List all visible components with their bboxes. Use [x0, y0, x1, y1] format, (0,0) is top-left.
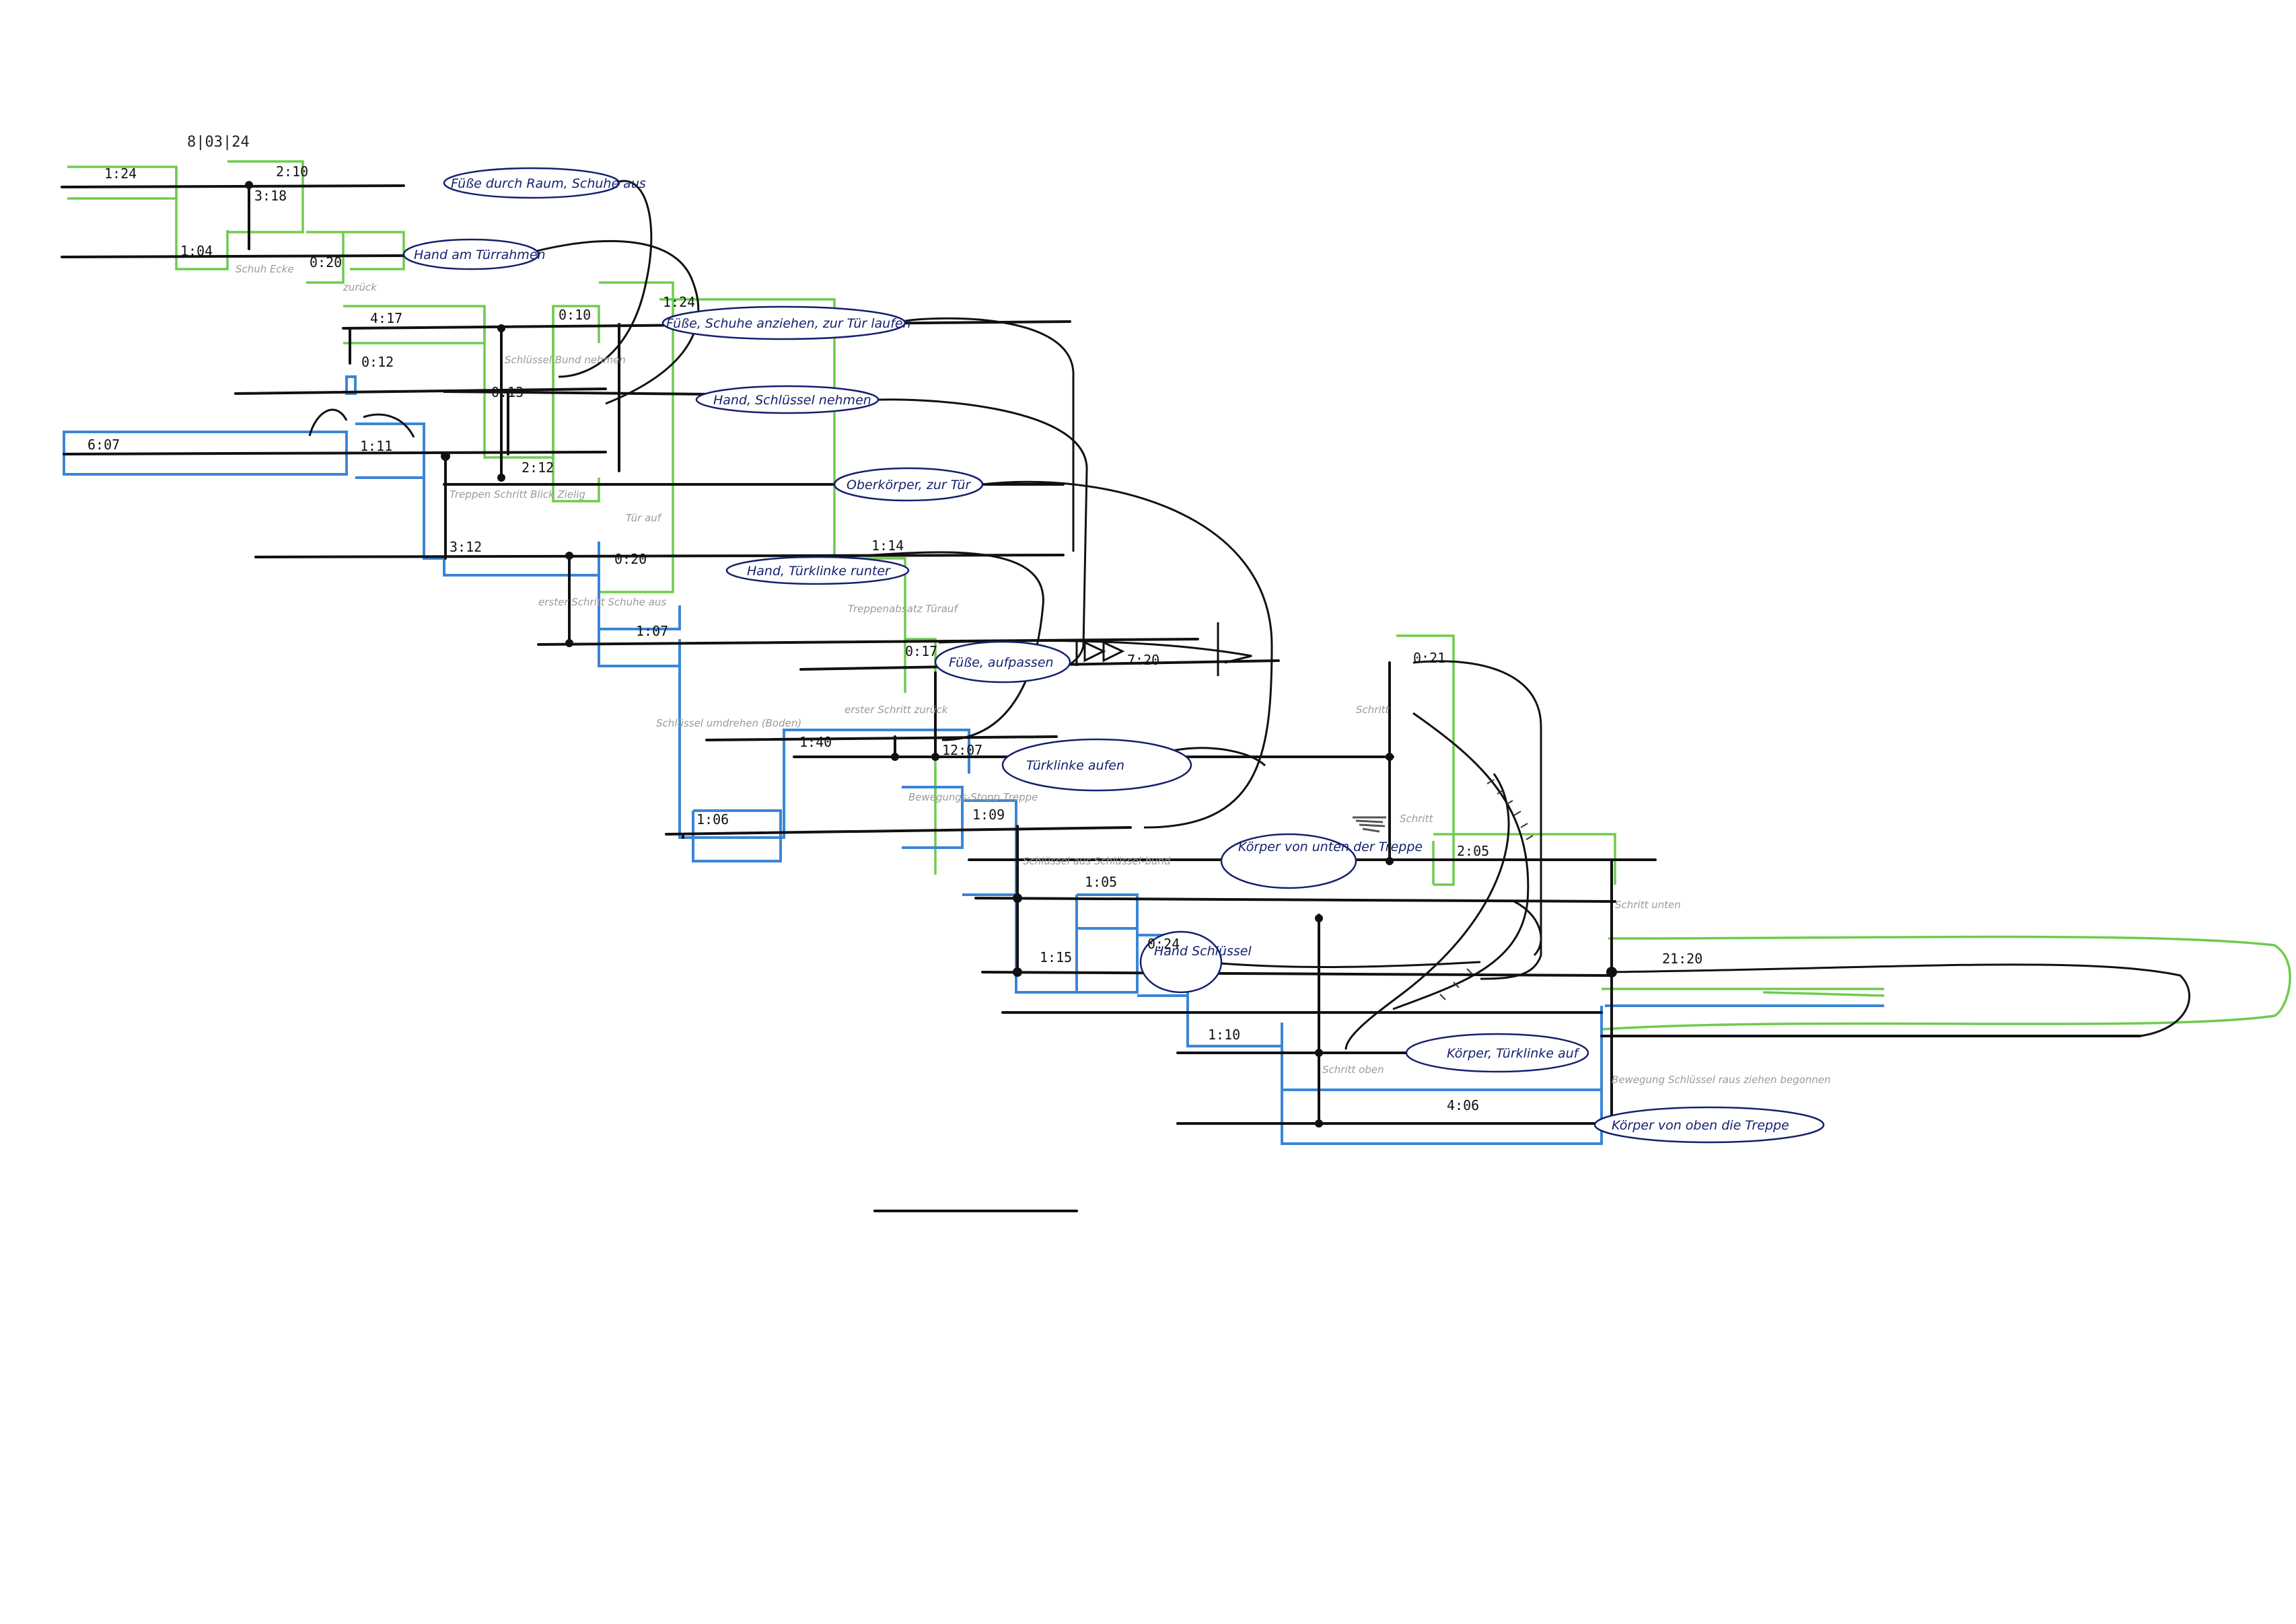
note-6: Schlüssel umdrehen (Boden): [656, 717, 801, 729]
duration-25: 1:10: [1208, 1027, 1240, 1043]
note-12: Schritt: [1400, 813, 1433, 825]
track-lines: [61, 184, 2141, 1212]
label-4: Oberkörper, zur Tür: [847, 478, 971, 492]
note-4: Treppen Schritt Blick Zielig: [450, 488, 585, 501]
duration-18: 1:40: [799, 734, 832, 750]
duration-22: 1:05: [1085, 874, 1117, 890]
duration-15: 1:14: [871, 538, 904, 554]
note-8: erster Schritt zurück: [845, 704, 949, 716]
note-15: Bewegung Schlüssel raus ziehen begonnen: [1612, 1074, 1831, 1086]
duration-24: 0:24: [1147, 936, 1180, 952]
duration-23: 1:15: [1040, 949, 1072, 965]
duration-values: 1:24 2:10 3:18 1:04 0:20 4:17 0:12 0:10 …: [87, 163, 1702, 1113]
duration-1: 2:10: [276, 163, 308, 180]
connector-curves: [308, 180, 2190, 1050]
label-1: Hand am Türrahmen: [414, 248, 546, 262]
duration-3: 1:04: [180, 243, 213, 259]
note-1: zurück: [343, 281, 378, 293]
vertical-connectors: [248, 182, 1613, 1132]
note-2: Schlüssel Bund nehmen: [505, 354, 626, 366]
note-14: Schritt unten: [1615, 899, 1681, 911]
pencil-notes: Schuh Ecke zurück Schlüssel Bund nehmen …: [236, 263, 1831, 1086]
duration-9: 0:13: [491, 384, 524, 400]
duration-12: 2:12: [522, 459, 554, 476]
duration-6: 0:12: [361, 354, 394, 370]
duration-2: 3:18: [254, 188, 287, 204]
note-11: Schritt: [1356, 704, 1390, 716]
fast-forward-icon: [1075, 622, 1219, 676]
duration-13: 0:20: [614, 551, 647, 567]
duration-29: 0:21: [1413, 650, 1445, 666]
duration-0: 1:24: [104, 165, 137, 182]
label-9: Hand Schlüssel: [1154, 944, 1252, 959]
note-0: Schuh Ecke: [236, 263, 294, 275]
duration-27: 21:20: [1662, 951, 1702, 967]
duration-11: 1:11: [360, 438, 392, 454]
label-11: Körper von oben die Treppe: [1612, 1118, 1789, 1133]
duration-5: 4:17: [370, 310, 402, 326]
action-labels: Füße durch Raum, Schuhe aus Hand am Türr…: [402, 167, 1825, 1144]
tick-marks: [1439, 779, 1534, 1000]
note-3: Tür auf: [626, 512, 663, 524]
duration-8: 1:24: [663, 294, 695, 310]
duration-16: 1:07: [636, 623, 668, 639]
note-7: Treppenabsatz Türauf: [848, 603, 959, 615]
sheet-date: 8|03|24: [187, 134, 250, 151]
label-10: Körper, Türklinke auf: [1447, 1046, 1581, 1061]
label-5: Hand, Türklinke runter: [747, 564, 891, 579]
duration-17: 0:17: [905, 643, 937, 659]
note-5: erster Schritt Schuhe aus: [538, 596, 666, 608]
duration-10: 6:07: [87, 437, 120, 453]
duration-26: 4:06: [1447, 1097, 1479, 1113]
duration-21: 1:09: [972, 807, 1005, 823]
label-8: Körper von unten der Treppe: [1238, 840, 1423, 854]
duration-30: 7:20: [1127, 652, 1159, 668]
note-13: Schritt oben: [1322, 1064, 1384, 1076]
duration-19: 12:07: [942, 742, 982, 758]
duration-20: 1:06: [696, 811, 729, 827]
label-3: Hand, Schlüssel nehmen: [713, 393, 871, 408]
duration-14: 3:12: [450, 539, 482, 555]
note-9: Bewegungs-Stopp Treppe: [908, 791, 1038, 803]
label-6: Füße, aufpassen: [949, 655, 1054, 670]
duration-7: 0:10: [559, 307, 591, 323]
blue-blocks: [63, 375, 1884, 1145]
label-2: Füße, Schuhe anziehen, zur Tür laufen: [666, 316, 911, 331]
duration-28: 2:05: [1457, 843, 1489, 859]
label-0: Füße durch Raum, Schuhe aus: [451, 176, 646, 191]
duration-4: 0:20: [310, 254, 342, 270]
label-7: Türklinke aufen: [1026, 758, 1124, 773]
note-10: Schlüssel aus Schlüssel-bund: [1023, 855, 1171, 867]
junction-dots: [245, 181, 1617, 1128]
scribble-mark: [1353, 816, 1386, 833]
